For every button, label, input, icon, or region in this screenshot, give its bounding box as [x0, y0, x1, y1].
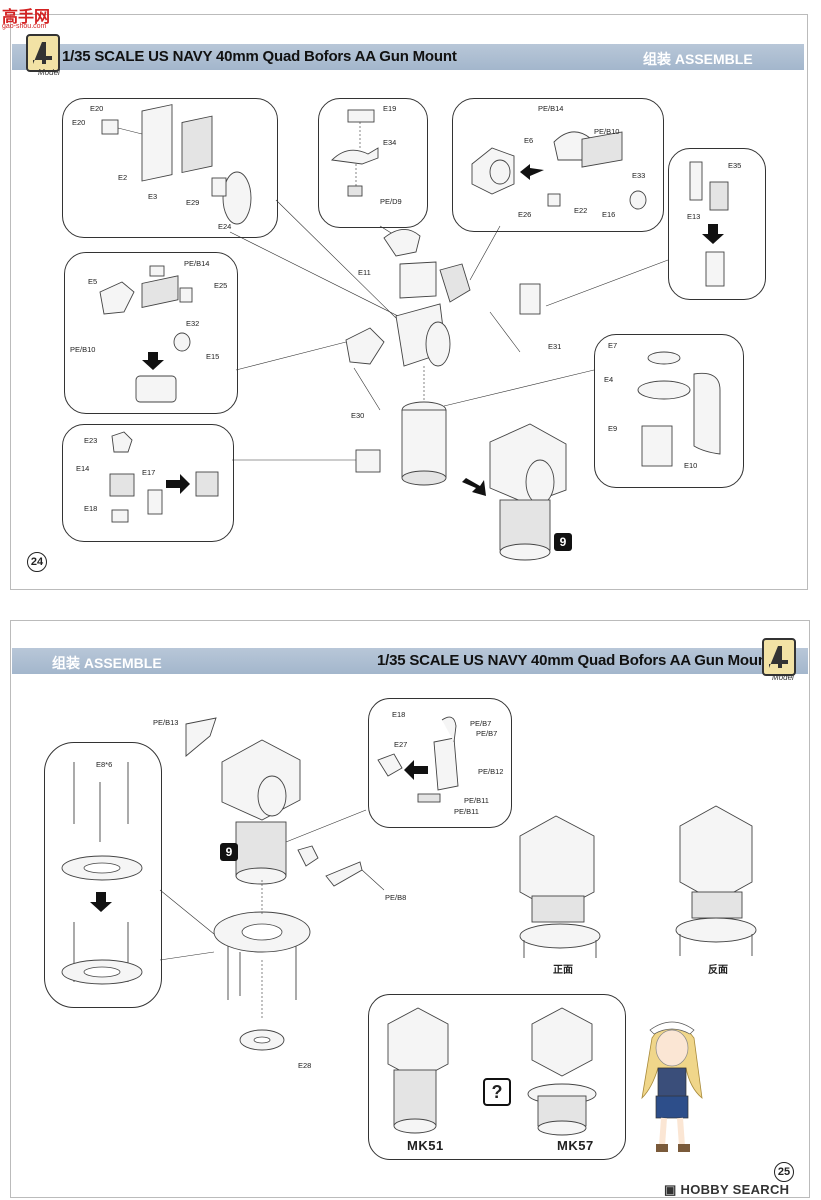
callout-label: E19 [383, 104, 397, 113]
callout-label: PE/B13 [153, 718, 179, 727]
site-logo: 高手网 [2, 9, 51, 26]
callout-label: E17 [142, 468, 156, 477]
brand-logo-mark-icon [769, 646, 788, 668]
callout-label: E26 [518, 210, 532, 219]
brand-logo [26, 34, 60, 72]
callout-label: E30 [351, 411, 365, 420]
callout-label: E14 [76, 464, 90, 473]
callout-label: E28 [298, 1061, 312, 1070]
main-assembly-drawing [159, 717, 757, 1051]
watermark: ▣ HOBBY SEARCH [664, 1182, 789, 1198]
callout-label: E20 [90, 104, 104, 113]
callout-label: E3 [148, 192, 158, 201]
callout-label: E34 [383, 138, 397, 147]
callout-label: E23 [84, 436, 98, 445]
callout-label: E15 [206, 352, 220, 361]
exploded-parts-a [101, 104, 252, 225]
variant-label-mk51: MK51 [407, 1138, 444, 1153]
callout-label: E5 [88, 277, 98, 286]
callout-label: E27 [394, 740, 408, 749]
site-url: gao-shou.com [2, 23, 47, 30]
brand-logo-text: Model [38, 68, 60, 77]
instruction-page-24: 高手网 gao-shou.com Model 1/35 SCALE US NAV… [2, 9, 808, 590]
callout-label: E24 [218, 222, 232, 231]
front-view-label: 正面 [553, 965, 573, 976]
callout-label: E4 [604, 375, 614, 384]
callout-label: E18 [392, 710, 406, 719]
page-frame [10, 620, 810, 1198]
callout-label: E35 [728, 161, 742, 170]
step-badge: 9 [220, 843, 238, 861]
variant-drawings [387, 1007, 597, 1136]
exploded-parts-right [377, 716, 459, 803]
callout-label: E2 [118, 173, 128, 182]
callout-label: E16 [602, 210, 616, 219]
callout-label: PE/B7 [470, 719, 492, 728]
callout-label: PE/D9 [380, 197, 402, 206]
exploded-parts-left [61, 762, 143, 985]
callout-label: PE/B8 [385, 893, 407, 902]
callout-label: PE/B12 [478, 767, 504, 776]
brand-logo [762, 638, 796, 676]
callout-label: E11 [358, 268, 371, 277]
hobby-search-logo-icon: ▣ [664, 1182, 681, 1197]
step-badge: 9 [554, 533, 572, 551]
brand-logo-mark-icon [33, 42, 52, 64]
callout-label: PE/B10 [70, 345, 96, 354]
main-assembly-drawing [229, 199, 669, 561]
callout-label: E9 [608, 424, 618, 433]
instruction-page-25: 组装 ASSEMBLE 1/35 SCALE US NAVY 40mm Quad… [0, 600, 821, 1200]
callout-label: E13 [687, 212, 701, 221]
header-banner [12, 648, 808, 674]
callout-label: E10 [684, 461, 698, 470]
callout-label: E31 [548, 342, 562, 351]
callout-label: PE/B11 [454, 807, 479, 816]
callout-label: E8*6 [96, 760, 113, 769]
mascot-character-image [641, 1021, 703, 1152]
section-label: 组装 ASSEMBLE [52, 655, 162, 671]
exploded-parts-b [331, 109, 379, 197]
callout-label: PE/B14 [538, 104, 564, 113]
callout-label: PE/B14 [184, 259, 210, 268]
question-icon: ? [483, 1078, 511, 1106]
brand-logo-text: Model [772, 673, 794, 682]
header-banner [12, 44, 804, 70]
callout-label: E18 [84, 504, 98, 513]
callout-label: E20 [72, 118, 86, 127]
back-view-label: 反面 [708, 965, 728, 976]
callout-label: PE/B7 [476, 729, 498, 738]
callout-label: E32 [186, 319, 200, 328]
section-label: 组装 ASSEMBLE [643, 51, 753, 67]
callout-label: E33 [632, 171, 646, 180]
callout-bubble-e [64, 252, 238, 414]
page-title: 1/35 SCALE US NAVY 40mm Quad Bofors AA G… [62, 48, 457, 65]
callout-label: E22 [574, 206, 588, 215]
callout-label: PE/B10 [594, 127, 620, 136]
page-number: 24 [27, 552, 47, 572]
exploded-parts-f [637, 351, 721, 467]
variant-label-mk57: MK57 [557, 1138, 594, 1153]
callout-label: PE/B11 [464, 796, 489, 805]
exploded-parts-g [109, 431, 219, 523]
exploded-parts-c [471, 131, 647, 210]
page-number: 25 [774, 1162, 794, 1182]
exploded-parts-e [99, 265, 193, 403]
page-frame [10, 14, 808, 590]
watermark-text: HOBBY SEARCH [680, 1182, 790, 1197]
callout-label: E25 [214, 281, 228, 290]
exploded-parts-d [689, 161, 729, 287]
callout-label: E6 [524, 136, 534, 145]
page-title: 1/35 SCALE US NAVY 40mm Quad Bofors AA G… [377, 652, 772, 669]
callout-label: E7 [608, 341, 618, 350]
callout-label: E29 [186, 198, 200, 207]
